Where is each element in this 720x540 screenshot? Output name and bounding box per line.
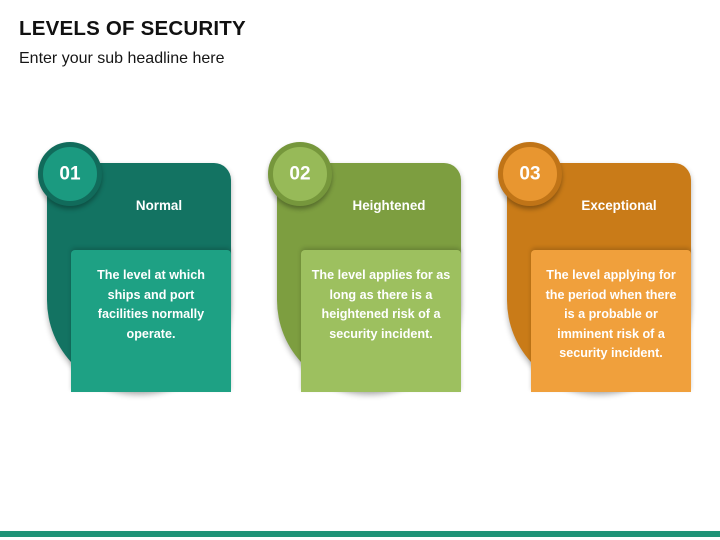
card-shield-outer-1: The level at which ships and port facili… <box>47 163 231 392</box>
card-title-1: Normal <box>135 198 183 213</box>
levels-card-row: The level at which ships and port facili… <box>0 142 720 402</box>
card-shield-inner-3: The level applying for the period when t… <box>531 250 691 392</box>
level-card-1[interactable]: The level at which ships and port facili… <box>35 142 231 392</box>
card-number-1: 01 <box>59 163 81 185</box>
card-description-1: The level at which ships and port facili… <box>97 268 205 341</box>
bottom-accent-bar <box>0 531 720 537</box>
page-title: LEVELS OF SECURITY <box>19 17 246 40</box>
card-description-2: The level applies for as long as there i… <box>311 268 451 341</box>
card-number-badge-1[interactable]: 01 <box>38 142 102 206</box>
card-number-2: 02 <box>289 163 311 185</box>
card-title-2: Heightened <box>352 198 426 213</box>
level-card-2[interactable]: The level applies for as long as there i… <box>265 142 461 392</box>
card-description-3: The level applying for the period when t… <box>545 268 677 360</box>
card-number-badge-3[interactable]: 03 <box>498 142 562 206</box>
card-number-3: 03 <box>519 163 541 185</box>
card-shield-inner-1: The level at which ships and port facili… <box>71 250 231 392</box>
page-subtitle: Enter your sub headline here <box>19 50 225 67</box>
card-number-badge-2[interactable]: 02 <box>268 142 332 206</box>
card-shield-inner-2: The level applies for as long as there i… <box>301 250 461 392</box>
level-card-3[interactable]: The level applying for the period when t… <box>495 142 691 392</box>
card-title-3: Exceptional <box>581 198 657 213</box>
